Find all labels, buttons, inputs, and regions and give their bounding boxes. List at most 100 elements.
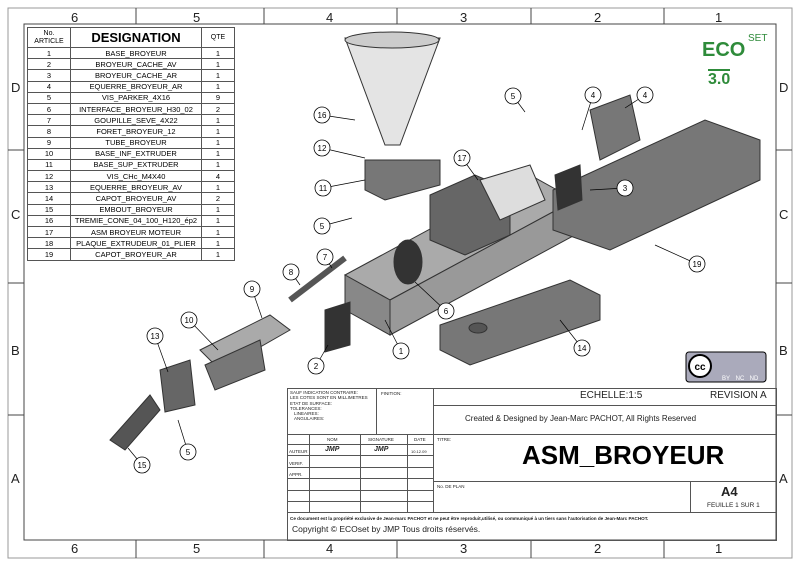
bom-cell-qty: 1	[201, 181, 235, 194]
bom-cell-no: 7	[27, 114, 71, 127]
col-signature: SIGNATURE	[368, 437, 394, 442]
cc-logo-text: cc	[694, 362, 706, 373]
balloon-callout: 6	[414, 281, 455, 320]
balloon-circle	[243, 280, 261, 298]
bom-cell-no: 2	[27, 58, 71, 71]
balloon-circle	[179, 443, 197, 461]
bom-cell-designation: FORET_BROYEUR_12	[70, 125, 202, 138]
balloon-circle	[437, 302, 455, 320]
bom-cell-no: 9	[27, 136, 71, 149]
logo-version: 3.0	[708, 69, 731, 88]
bom-cell-no: 14	[27, 192, 71, 205]
tolerance-line: ANGULAIRES:	[294, 416, 325, 422]
balloon-number: 13	[151, 332, 160, 341]
balloon-circle	[392, 342, 410, 360]
balloon-circle	[133, 456, 151, 474]
zone-row-c: C	[11, 207, 21, 222]
bom-cell-no: 12	[27, 170, 71, 183]
author-signature: JMP	[374, 446, 389, 453]
tolerance-line: TOLERANCES:	[290, 405, 322, 411]
ecoset-logo: ECO SET 3.0	[698, 33, 770, 95]
balloon-number: 10	[185, 316, 194, 325]
bom-cell-designation: INTERFACE_BROYEUR_H30_02	[70, 102, 202, 116]
part-base-inf-extruder	[204, 339, 266, 391]
balloon-number: 8	[289, 268, 294, 277]
balloon-number: 16	[318, 111, 327, 120]
bom-cell-designation: BASE_INF_EXTRUDER	[70, 147, 202, 160]
part-cache-av	[324, 301, 351, 353]
bom-cell-qty: 1	[201, 80, 235, 93]
balloon-callout: 5	[504, 87, 526, 113]
balloon-number: 15	[138, 461, 147, 470]
bom-cell-qty: 1	[201, 214, 235, 228]
balloon-number: 5	[186, 448, 191, 457]
part-motor	[479, 164, 546, 221]
balloon-number: 1	[399, 347, 404, 356]
balloon-circle	[573, 339, 591, 357]
balloon-number: 6	[444, 307, 449, 316]
finish-label: FINITION:	[381, 391, 402, 396]
bom-cell-designation: TREMIE_CONE_04_100_H120_ép2	[70, 214, 202, 228]
cc-license-badge: cc BY NC ND	[685, 351, 767, 383]
bom-cell-qty: 2	[201, 102, 235, 116]
zone-row-a-right: A	[779, 471, 788, 486]
bom-cell-qty: 1	[201, 114, 235, 127]
balloon-callout: 16	[313, 106, 356, 124]
balloon-callout: 11	[314, 179, 366, 197]
ownership-notice: Ce document est la propriété exclusive d…	[290, 516, 649, 521]
zone-col-6-bottom: 6	[71, 541, 79, 556]
bom-cell-qty: 1	[201, 69, 235, 82]
sheet-format: A4	[721, 484, 738, 499]
balloon-number: 3	[623, 184, 628, 193]
zone-col-4-bottom: 4	[326, 541, 334, 556]
zone-col-3-bottom: 3	[460, 541, 468, 556]
balloon-circle	[307, 357, 325, 375]
balloon-callout: 10	[180, 311, 219, 351]
bom-cell-designation: PLAQUE_EXTRUDEUR_01_PLIER	[70, 237, 202, 250]
logo-text: ECO	[702, 39, 746, 61]
bom-cell-qty: 1	[201, 125, 235, 138]
bom-cell-no: 15	[27, 203, 71, 216]
bom-cell-no: 17	[27, 225, 71, 239]
part-equerre-ar	[589, 94, 641, 161]
bom-cell-no: 11	[27, 158, 71, 172]
balloon-number: 5	[320, 222, 325, 231]
bom-cell-no: 4	[27, 80, 71, 93]
bom-header-designation: DESIGNATION	[70, 27, 202, 48]
bom-cell-designation: EQUERRE_BROYEUR_AR	[70, 80, 202, 93]
balloon-callout: 4	[581, 86, 602, 131]
balloon-circle	[314, 179, 332, 197]
bom-cell-no: 19	[27, 248, 71, 261]
part-capot-av	[439, 279, 601, 366]
zone-col-3: 3	[460, 10, 468, 25]
tolerance-line: LINEAIRES:	[294, 411, 319, 417]
bom-cell-designation: BROYEUR_CACHE_AV	[70, 58, 202, 71]
balloon-number: 5	[511, 92, 516, 101]
bom-cell-qty: 1	[201, 58, 235, 71]
balloon-circle	[504, 87, 522, 105]
balloon-callout: 5	[177, 419, 197, 461]
bom-cell-designation: BASE_SUP_EXTRUDER	[70, 158, 202, 172]
part-capot-ar	[552, 119, 761, 251]
balloon-callout: 2	[307, 344, 329, 375]
revision: REVISION A	[710, 390, 767, 401]
bom-cell-designation: VIS_PARKER_4X16	[70, 91, 202, 104]
bom-header-qty: QTE	[201, 27, 235, 48]
balloon-circle	[313, 139, 331, 157]
zone-col-5-bottom: 5	[193, 541, 201, 556]
tolerance-line: LES COTES SONT EN MILLIMETRES	[290, 395, 368, 401]
balloon-callout: 19	[654, 244, 706, 273]
row-verif: VERIF.	[289, 461, 304, 466]
